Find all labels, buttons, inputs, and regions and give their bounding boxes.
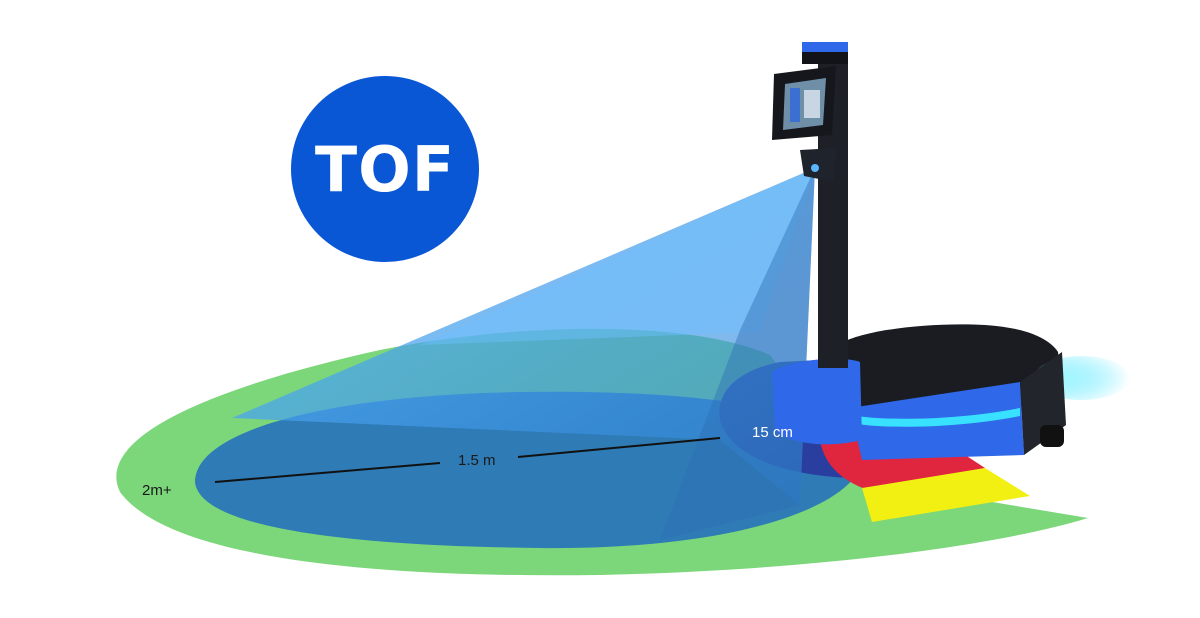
range-label-15cm: 15 cm — [752, 424, 793, 441]
tablet-screen-icon — [772, 66, 836, 140]
range-label-1-5m: 1.5 m — [458, 452, 496, 469]
yellow-near-zone — [862, 468, 1030, 522]
tof-badge: TOF — [291, 76, 479, 262]
depth-camera-icon — [800, 148, 836, 182]
range-label-2m: 2m+ — [142, 482, 172, 499]
robot-blue-shroud — [772, 358, 862, 445]
tof-badge-text: TOF — [314, 132, 456, 206]
tof-beam-cone — [232, 168, 815, 505]
robot-pole-cap — [802, 52, 848, 64]
robot-led-strip — [846, 408, 1020, 427]
robot-pole-top — [802, 42, 848, 52]
tof-beam-side — [660, 168, 815, 540]
range-line-left — [214, 462, 441, 483]
camera-lens — [811, 164, 819, 172]
robot-wheel — [1040, 425, 1064, 447]
range-line-right — [517, 437, 721, 458]
tof-beam-inner — [420, 168, 815, 345]
